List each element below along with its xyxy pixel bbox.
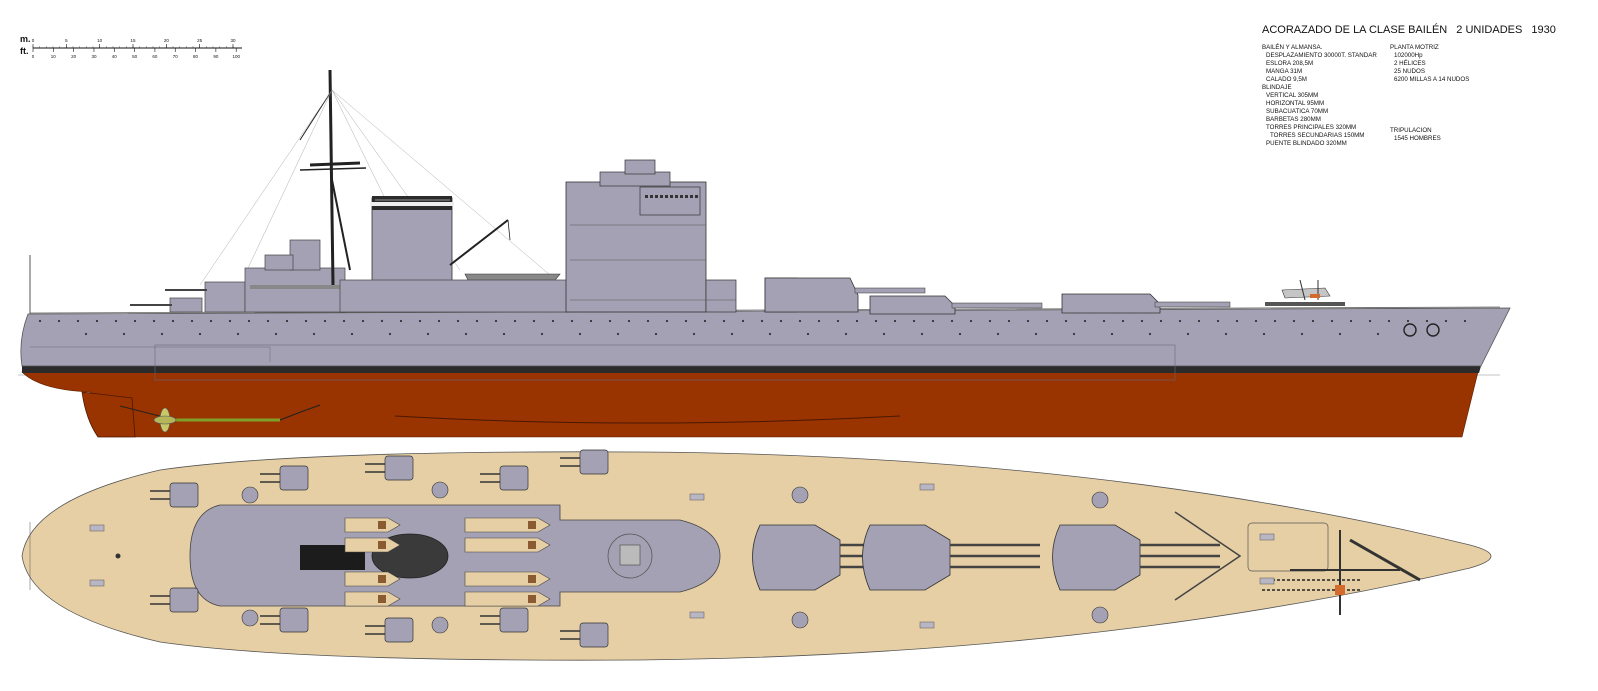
scale-tick-label: 5 bbox=[65, 38, 68, 43]
plan-secondary-turret bbox=[279, 465, 309, 491]
title-units: 2 UNIDADES bbox=[1456, 24, 1523, 36]
spec-propulsion-item: 102000Hp bbox=[1394, 52, 1423, 59]
plan-secondary-turret bbox=[384, 455, 414, 481]
hull-upper-grey bbox=[20, 307, 1511, 367]
spec-crew: 1545 HOMBRES bbox=[1394, 135, 1441, 142]
plan-secondary-turret bbox=[499, 607, 529, 633]
propeller bbox=[153, 407, 177, 433]
deck-hatches bbox=[89, 483, 1275, 629]
scale-feet-ticks: 0 10 20 30 40 50 60 70 80 90 100 bbox=[32, 48, 240, 59]
scale-tick-label: 40 bbox=[112, 54, 118, 59]
scale-tick-label: 20 bbox=[71, 54, 77, 59]
scale-tick-label: 90 bbox=[213, 54, 219, 59]
scale-tick-label: 15 bbox=[130, 38, 136, 43]
specs-general: BAILÉN Y ALMANSA. DESPLAZAMIENTO 30000T.… bbox=[1262, 44, 1377, 148]
scale-tick-label: 70 bbox=[173, 54, 179, 59]
boat-crane bbox=[449, 219, 511, 266]
portholes bbox=[38, 319, 1467, 336]
breakwater bbox=[1174, 511, 1242, 601]
spec-armor-heading: BLINDAJE bbox=[1262, 84, 1292, 91]
spec-propulsion-item: 25 NUDOS bbox=[1394, 68, 1425, 75]
plan-secondary-turret bbox=[279, 607, 309, 633]
plan-secondary-turret bbox=[499, 465, 529, 491]
funnel bbox=[370, 196, 454, 285]
profile-view bbox=[18, 69, 1511, 438]
spec-draft: CALADO 9,5M bbox=[1266, 76, 1307, 83]
spec-propulsion-item: 6200 MILLAS A 14 NUDOS bbox=[1394, 76, 1470, 83]
spec-propulsion-heading: PLANTA MOTRIZ bbox=[1390, 44, 1439, 51]
scale-tick-label: 60 bbox=[152, 54, 158, 59]
scale-tick-label: 10 bbox=[97, 38, 103, 43]
plan-secondary-turret bbox=[579, 449, 609, 475]
scale-tick-label: 0 bbox=[32, 38, 35, 43]
plan-superstructure bbox=[189, 504, 721, 607]
spec-length: ESLORA 208,5M bbox=[1266, 60, 1314, 67]
spec-displacement: DESPLAZAMIENTO 30000T. STANDAR bbox=[1266, 52, 1377, 59]
profile-turret-b bbox=[869, 295, 1043, 315]
specs-crew: TRIPULACION 1545 HOMBRES bbox=[1390, 127, 1441, 143]
spec-armor-item: PUENTE BLINDADO 320MM bbox=[1266, 140, 1347, 147]
scale-m-label: m. bbox=[20, 34, 31, 44]
spec-armor-item: TORRES PRINCIPALES 320MM bbox=[1266, 124, 1357, 131]
spec-crew-heading: TRIPULACION bbox=[1390, 127, 1432, 134]
title-text: ACORAZADO DE LA CLASE BAILÉN bbox=[1262, 24, 1448, 36]
bridge-tower bbox=[565, 159, 737, 313]
title-year: 1930 bbox=[1531, 24, 1556, 36]
scale-tick-label: 0 bbox=[32, 54, 35, 59]
spec-armor-item: BARBETAS 280MM bbox=[1266, 116, 1321, 123]
scale-tick-label: 25 bbox=[197, 38, 203, 43]
boot-topping bbox=[22, 366, 1481, 373]
plan-boats bbox=[344, 517, 551, 607]
rudder bbox=[81, 391, 136, 438]
spec-armor-item: VERTICAL 305MM bbox=[1266, 92, 1319, 99]
plan-main-turrets bbox=[752, 524, 1220, 591]
plan-secondary-turret bbox=[384, 617, 414, 643]
spec-beam: MANGA 31M bbox=[1266, 68, 1303, 75]
spec-armor-item: SUBACUATICA 70MM bbox=[1266, 108, 1329, 115]
spec-armor-item: HORIZONTAL 95MM bbox=[1266, 100, 1325, 107]
plan-seaplane bbox=[1247, 522, 1421, 615]
spec-armor-item: TORRES SECUNDARIAS 150MM bbox=[1270, 132, 1365, 139]
plan-secondary-turret bbox=[579, 622, 609, 648]
aft-superstructure bbox=[244, 239, 346, 313]
aft-secondary-turrets bbox=[130, 281, 246, 313]
spec-ships: BAILÉN Y ALMANSA. bbox=[1262, 44, 1323, 51]
scale-tick-label: 80 bbox=[193, 54, 199, 59]
plan-secondary-turrets bbox=[150, 449, 1109, 648]
profile-turret-a bbox=[764, 277, 926, 313]
scale-ft-label: ft. bbox=[20, 46, 29, 56]
drawing-title: ACORAZADO DE LA CLASE BAILÉN 2 UNIDADES … bbox=[1262, 24, 1556, 36]
plan-secondary-turret bbox=[169, 482, 199, 508]
scale-tick-label: 50 bbox=[132, 54, 138, 59]
scale-bar: 0 5 10 15 20 25 30 0 10 20 30 40 50 60 70 80 90 100 bbox=[32, 38, 242, 59]
scale-tick-label: 30 bbox=[230, 38, 236, 43]
scale-tick-label: 20 bbox=[164, 38, 170, 43]
main-mast bbox=[199, 69, 551, 286]
seaplane bbox=[1265, 279, 1345, 306]
plan-view bbox=[21, 449, 1492, 661]
scale-tick-label: 30 bbox=[91, 54, 97, 59]
hull-lower-red bbox=[21, 371, 1479, 438]
anchors bbox=[1403, 323, 1440, 337]
scale-meter-ticks: 0 5 10 15 20 25 30 bbox=[32, 38, 236, 48]
specs-propulsion: PLANTA MOTRIZ 102000Hp 2 HÉLICES 25 NUDO… bbox=[1390, 44, 1469, 84]
spec-propulsion-item: 2 HÉLICES bbox=[1394, 60, 1426, 67]
scale-tick-label: 10 bbox=[51, 54, 57, 59]
profile-turret-c bbox=[1061, 293, 1231, 314]
plan-turret-b bbox=[862, 524, 1040, 591]
plan-secondary-turret bbox=[169, 587, 199, 613]
scale-tick-label: 100 bbox=[232, 54, 240, 59]
plan-turret-c bbox=[1052, 524, 1220, 591]
